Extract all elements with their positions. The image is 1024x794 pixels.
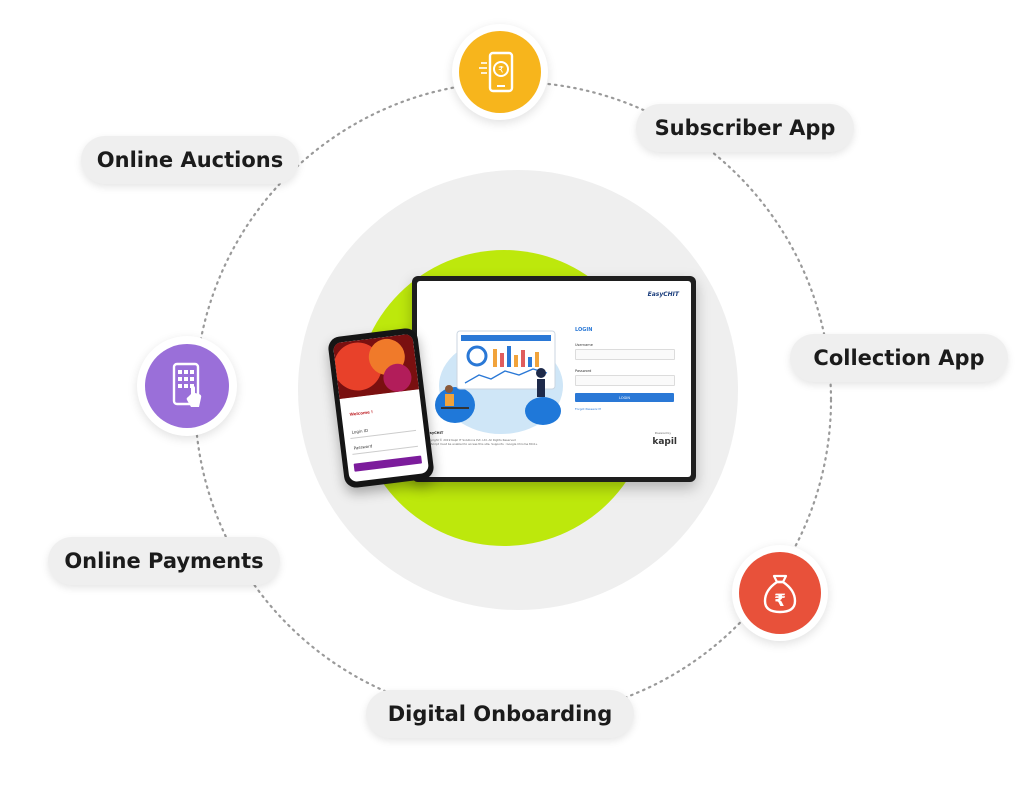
dashboard-illustration bbox=[435, 330, 563, 434]
money-bag-badge: ₹ bbox=[732, 545, 828, 641]
pill-online-payments[interactable]: Online Payments bbox=[48, 537, 280, 585]
login-title: LOGIN bbox=[575, 327, 593, 333]
login-button[interactable]: LOGIN bbox=[575, 393, 674, 402]
powered-by: Powered by bbox=[654, 431, 671, 435]
footer-brand: EasyCHIT bbox=[425, 431, 444, 435]
desktop-monitor: EasyCHIT LOGIN Username Password LOGIN F… bbox=[412, 276, 696, 482]
phone-user-label: Login ID bbox=[351, 427, 369, 435]
phone-header-art bbox=[332, 333, 419, 399]
pill-digital-onboarding[interactable]: Digital Onboarding bbox=[366, 690, 634, 738]
footer-copyright: Copyright © 2019 Kapil IT Solutions Pvt.… bbox=[425, 438, 516, 442]
kapil-logo: kapil bbox=[652, 437, 677, 447]
brand-logo: EasyCHIT bbox=[647, 291, 679, 298]
money-bag-rupee-icon: ₹ bbox=[739, 552, 821, 634]
username-input[interactable] bbox=[575, 349, 675, 360]
footer-browser-note: JavaScript must be enabled to access thi… bbox=[425, 442, 538, 446]
forgot-password-link[interactable]: Forgot Password? bbox=[575, 407, 602, 411]
pill-collection-app[interactable]: Collection App bbox=[790, 334, 1008, 382]
password-label: Password bbox=[575, 369, 592, 373]
phone-mockup: Welcome ! Login ID Password bbox=[327, 327, 435, 489]
svg-text:₹: ₹ bbox=[774, 591, 786, 611]
login-screen: EasyCHIT LOGIN Username Password LOGIN F… bbox=[417, 281, 691, 477]
svg-text:₹: ₹ bbox=[498, 66, 504, 76]
password-input[interactable] bbox=[575, 375, 675, 386]
mobile-rupee-badge: ₹ bbox=[452, 24, 548, 120]
app-grid-badge bbox=[137, 336, 237, 436]
username-label: Username bbox=[575, 343, 593, 347]
phone-login-button[interactable] bbox=[353, 455, 423, 472]
app-grid-touch-icon bbox=[145, 344, 229, 428]
phone-greeting: Welcome ! bbox=[349, 409, 374, 417]
mobile-rupee-icon: ₹ bbox=[459, 31, 541, 113]
phone-pass-label: Password bbox=[353, 443, 373, 451]
phone-screen: Welcome ! Login ID Password bbox=[332, 333, 430, 483]
pill-online-auctions[interactable]: Online Auctions bbox=[81, 136, 299, 184]
pill-subscriber-app[interactable]: Subscriber App bbox=[636, 104, 854, 152]
